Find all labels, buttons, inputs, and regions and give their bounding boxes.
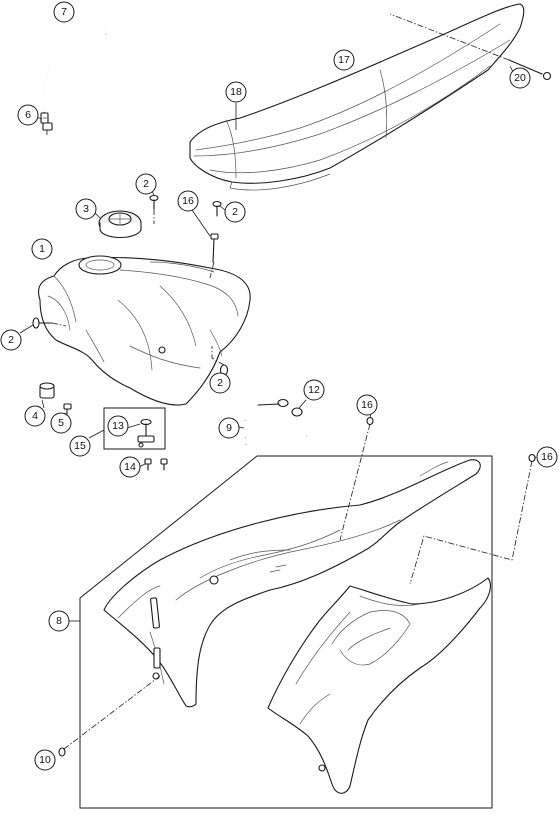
callout-label: 1: [39, 243, 45, 255]
fuel-tap-screw-b: [160, 458, 168, 471]
fuel-tank: [37, 255, 251, 406]
callout-15: 15: [69, 435, 91, 457]
callout-label: 18: [230, 86, 242, 98]
callout-label: 17: [338, 54, 350, 66]
screw-16-left: [366, 416, 374, 426]
callout-label: 7: [61, 6, 67, 18]
callout-20: 20: [509, 67, 531, 89]
callout-6: 6: [17, 104, 39, 126]
callout-label: 9: [226, 422, 232, 434]
callout-9: 9: [218, 417, 240, 439]
callout-2-top: 2: [135, 173, 157, 195]
rubber-spacer: [39, 382, 55, 399]
callout-16-shroud: 16: [536, 446, 558, 468]
callout-label: 10: [39, 754, 51, 766]
callout-label: 5: [58, 417, 64, 429]
callout-label: 20: [514, 72, 526, 84]
callout-label: 16: [541, 451, 553, 463]
callout-label: 6: [25, 109, 31, 121]
right-radiator-shroud: [267, 577, 491, 794]
callout-label: 14: [124, 461, 136, 473]
fuel-tap-screw-a: [144, 458, 152, 471]
callout-label: 12: [308, 384, 320, 396]
callout-5: 5: [50, 412, 72, 434]
filler-cap: [98, 210, 142, 239]
callout-label: 2: [8, 334, 14, 346]
callout-label: 13: [112, 420, 124, 432]
breather-hose: [42, 15, 108, 113]
assembly-lines: [46, 13, 533, 750]
hose-clamp-b: [291, 407, 303, 417]
screw-10: [58, 747, 66, 757]
hose-clamp-a: [257, 398, 289, 408]
callout-16-tank: 16: [177, 190, 199, 212]
callout-7: 7: [53, 1, 75, 23]
side-panel-frame: [79, 455, 493, 809]
callout-2-left: 2: [0, 329, 22, 351]
callout-10: 10: [34, 749, 56, 771]
hose-valve: [40, 112, 53, 131]
callout-label: 16: [361, 399, 373, 411]
spacer-bolt: [63, 403, 72, 415]
screw-16-right: [528, 453, 536, 463]
callout-13: 13: [107, 415, 129, 437]
callout-label: 3: [83, 203, 89, 215]
callout-14: 14: [119, 456, 141, 478]
screw-2-right: [212, 200, 222, 217]
screw-2-top: [149, 194, 159, 210]
callout-8: 8: [48, 610, 70, 632]
callout-2-bottom: 2: [209, 372, 231, 394]
callout-label: 2: [232, 206, 238, 218]
seat-screw: [508, 59, 552, 81]
callout-17: 17: [333, 49, 355, 71]
callout-4: 4: [24, 405, 46, 427]
fuel-hose: [243, 420, 307, 445]
callout-2-right: 2: [224, 201, 246, 223]
callout-12: 12: [303, 379, 325, 401]
fuel-tap: [137, 418, 155, 448]
tank-screw-left: [32, 317, 53, 329]
fuel-tap-kit-frame: [103, 407, 166, 450]
callout-1: 1: [31, 238, 53, 260]
callout-label: 8: [56, 615, 62, 627]
callout-18: 18: [225, 81, 247, 103]
callout-label: 16: [182, 195, 194, 207]
callout-label: 2: [143, 178, 149, 190]
callout-label: 2: [217, 377, 223, 389]
callout-label: 15: [74, 440, 86, 452]
seat: [189, 3, 525, 191]
bolt-16-tank: [210, 233, 219, 263]
callout-label: 4: [32, 410, 38, 422]
callout-16-panel: 16: [356, 394, 378, 416]
callout-3: 3: [75, 198, 97, 220]
